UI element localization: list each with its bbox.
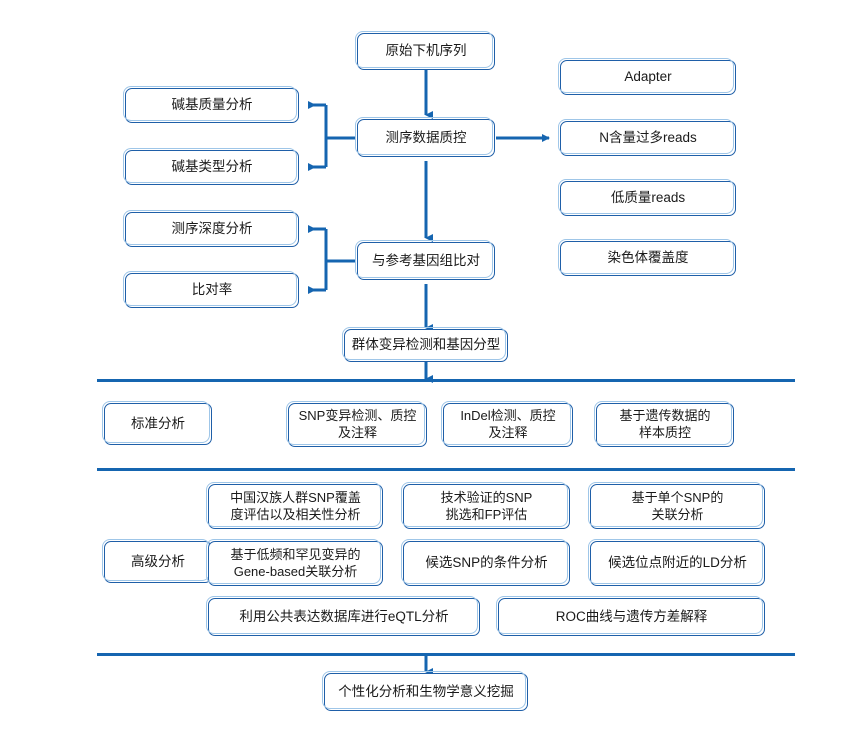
node-raw-reads[interactable]: 原始下机序列 <box>355 31 495 70</box>
node-chromosome-coverage-label: 染色体覆盖度 <box>607 250 689 266</box>
node-base-quality[interactable]: 碱基质量分析 <box>123 86 299 123</box>
node-advanced-eqtl-label: 利用公共表达数据库进行eQTL分析 <box>239 608 449 624</box>
node-standard-snp[interactable]: SNP变异检测、质控 及注释 <box>286 401 427 447</box>
node-standard-indel[interactable]: InDel检测、质控 及注释 <box>441 401 573 447</box>
node-base-type[interactable]: 碱基类型分析 <box>123 148 299 185</box>
node-n-content-reads-label: N含量过多reads <box>599 130 697 146</box>
section-label-advanced-text: 高级分析 <box>131 553 185 569</box>
node-advanced-roc-label: ROC曲线与遗传方差解释 <box>555 608 708 624</box>
node-advanced-han-snp-coverage-label: 中国汉族人群SNP覆盖 度评估以及相关性分析 <box>230 489 361 522</box>
node-advanced-eqtl[interactable]: 利用公共表达数据库进行eQTL分析 <box>206 596 480 636</box>
node-standard-snp-label: SNP变异检测、质控 及注释 <box>298 408 417 440</box>
node-variant-calling[interactable]: 群体变异检测和基因分型 <box>342 327 508 362</box>
node-raw-reads-label: 原始下机序列 <box>385 43 467 59</box>
node-advanced-gene-based[interactable]: 基于低频和罕见变异的 Gene-based关联分析 <box>206 539 383 586</box>
node-n-content-reads[interactable]: N含量过多reads <box>558 119 736 156</box>
node-personalized-analysis-label: 个性化分析和生物学意义挖掘 <box>338 683 514 699</box>
node-base-type-label: 碱基类型分析 <box>171 159 253 175</box>
node-standard-sample-qc[interactable]: 基于遗传数据的 样本质控 <box>594 401 734 447</box>
section-divider-standard <box>97 379 795 382</box>
node-advanced-conditional-snp[interactable]: 候选SNP的条件分析 <box>401 539 570 586</box>
node-align-reference[interactable]: 与参考基因组比对 <box>355 240 495 280</box>
node-advanced-validated-snp[interactable]: 技术验证的SNP 挑选和FP评估 <box>401 482 570 529</box>
node-sequencing-depth-label: 测序深度分析 <box>171 221 253 237</box>
node-advanced-gene-based-label: 基于低频和罕见变异的 Gene-based关联分析 <box>230 546 361 579</box>
node-adapter-label: Adapter <box>624 69 672 85</box>
section-label-advanced[interactable]: 高级分析 <box>102 539 212 583</box>
node-low-quality-reads-label: 低质量reads <box>610 190 686 206</box>
node-advanced-roc[interactable]: ROC曲线与遗传方差解释 <box>496 596 765 636</box>
node-advanced-han-snp-coverage[interactable]: 中国汉族人群SNP覆盖 度评估以及相关性分析 <box>206 482 383 529</box>
node-alignment-rate-label: 比对率 <box>191 282 233 298</box>
node-base-quality-label: 碱基质量分析 <box>171 97 253 113</box>
node-personalized-analysis[interactable]: 个性化分析和生物学意义挖掘 <box>322 671 528 711</box>
node-qc[interactable]: 测序数据质控 <box>355 117 495 157</box>
section-label-standard[interactable]: 标准分析 <box>102 401 212 445</box>
node-sequencing-depth[interactable]: 测序深度分析 <box>123 210 299 247</box>
node-advanced-ld-analysis-label: 候选位点附近的LD分析 <box>608 555 747 571</box>
section-label-standard-text: 标准分析 <box>131 415 185 431</box>
node-advanced-conditional-snp-label: 候选SNP的条件分析 <box>425 555 548 571</box>
node-alignment-rate[interactable]: 比对率 <box>123 271 299 308</box>
node-chromosome-coverage[interactable]: 染色体覆盖度 <box>558 239 736 276</box>
section-divider-advanced <box>97 468 795 471</box>
node-standard-sample-qc-label: 基于遗传数据的 样本质控 <box>619 408 711 440</box>
node-low-quality-reads[interactable]: 低质量reads <box>558 179 736 216</box>
node-advanced-validated-snp-label: 技术验证的SNP 挑选和FP评估 <box>440 489 533 522</box>
node-advanced-ld-analysis[interactable]: 候选位点附近的LD分析 <box>588 539 765 586</box>
node-qc-label: 测序数据质控 <box>385 129 467 145</box>
node-align-reference-label: 与参考基因组比对 <box>372 252 480 268</box>
node-advanced-single-snp-assoc[interactable]: 基于单个SNP的 关联分析 <box>588 482 765 529</box>
node-advanced-single-snp-assoc-label: 基于单个SNP的 关联分析 <box>631 489 724 522</box>
node-variant-calling-label: 群体变异检测和基因分型 <box>351 337 501 353</box>
node-standard-indel-label: InDel检测、质控 及注释 <box>460 408 556 440</box>
node-adapter[interactable]: Adapter <box>558 58 736 95</box>
section-divider-personalized <box>97 653 795 656</box>
